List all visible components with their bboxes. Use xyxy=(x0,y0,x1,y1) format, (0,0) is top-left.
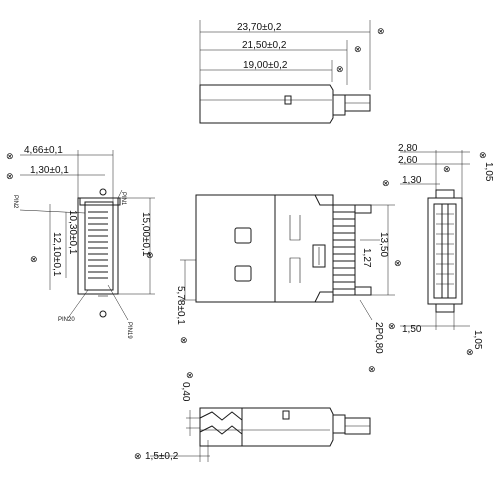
dim-pitch2: 2P0,80 xyxy=(373,322,384,354)
dim-marker-icon: ⊗ xyxy=(394,259,402,269)
dim-pitch: 1,27 xyxy=(361,248,372,268)
dim-pitch-span: 10,30±0,1 xyxy=(67,210,78,255)
dim-marker-icon: ⊗ xyxy=(382,179,390,189)
pin-label: PIN19 xyxy=(126,322,132,339)
dim-marker-icon: ⊗ xyxy=(479,151,487,161)
dim-marker-icon: ⊗ xyxy=(466,348,474,358)
dim-tab: 5,78±0,1 xyxy=(175,286,186,325)
dim-b: 2,60 xyxy=(398,155,418,166)
dim-a: 2,80 xyxy=(398,143,418,154)
dim-marker-icon: ⊗ xyxy=(368,365,376,375)
dim-slot: 1,30±0,1 xyxy=(30,165,69,176)
pin-label: PIN2 xyxy=(12,195,18,209)
bottom-view: 0,40 ⊗ ⊗ 1,5±0,2 xyxy=(134,371,371,462)
pin-label: PIN1 xyxy=(120,192,126,206)
dim-marker-icon: ⊗ xyxy=(354,45,362,55)
contact-array xyxy=(332,204,372,296)
contact-slots xyxy=(436,213,454,285)
dim-overall: 23,70±0,2 xyxy=(237,22,282,33)
dim-f: 1,05 xyxy=(472,330,483,350)
dim-c: 1,30 xyxy=(402,175,422,186)
dim-shell: 19,00±0,2 xyxy=(243,60,288,71)
dim-inner: 12,10±0,1 xyxy=(51,232,62,277)
dim-marker-icon: ⊗ xyxy=(180,336,188,346)
dim-marker-icon: ⊗ xyxy=(134,452,142,462)
left-view: ⊗ 4,66±0,1 ⊗ 1,30±0,1 PIN1 PIN2 xyxy=(6,145,155,339)
dim-marker-icon: ⊗ xyxy=(443,165,451,175)
dim-marker-icon: ⊗ xyxy=(6,172,14,182)
dim-height: 15,00±0,1 xyxy=(140,212,151,257)
dim-marker-icon: ⊗ xyxy=(186,371,194,381)
dim-d: 1,05 xyxy=(483,162,494,182)
pin-label: PIN20 xyxy=(58,317,75,323)
top-view: 23,70±0,2 21,50±0,2 19,00±0,2 ⊗ ⊗ ⊗ xyxy=(199,20,385,124)
front-view: 5,78±0,1 ⊗ 13,50 ⊗ 1,27 2P0,80 ⊗ xyxy=(175,194,402,375)
dim-e: 1,50 xyxy=(402,324,422,335)
pin-array xyxy=(88,211,108,279)
dim-marker-icon: ⊗ xyxy=(377,27,385,37)
dim-body: 21,50±0,2 xyxy=(242,40,287,51)
dim-marker-icon: ⊗ xyxy=(336,65,344,75)
dim-thickness: 0,40 xyxy=(180,382,191,402)
dim-gap: 1,5±0,2 xyxy=(145,451,179,462)
right-view: 2,80 2,60 1,30 ⊗ ⊗ ⊗ 1,05 ⊗ 1,50 1,05 ⊗ xyxy=(382,143,494,358)
dim-marker-icon: ⊗ xyxy=(388,322,396,332)
dim-span: 13,50 xyxy=(378,232,389,257)
dim-marker-icon: ⊗ xyxy=(6,152,14,162)
dim-marker-icon: ⊗ xyxy=(146,251,154,261)
dim-marker-icon: ⊗ xyxy=(30,255,38,265)
dim-width: 4,66±0,1 xyxy=(24,145,63,156)
